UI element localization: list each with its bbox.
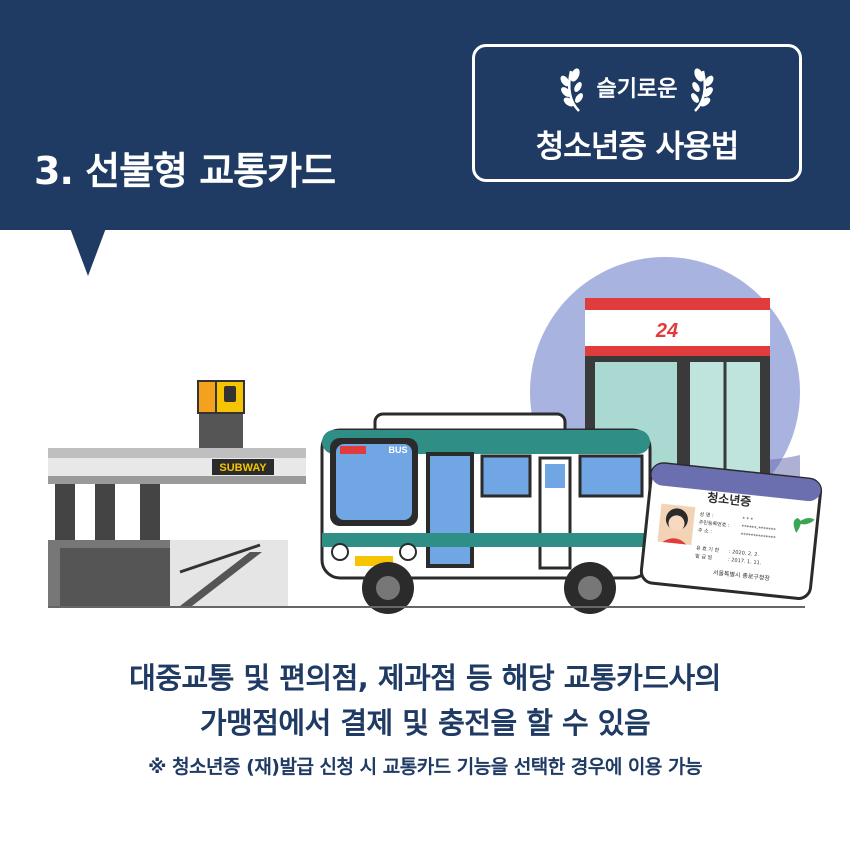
- card-name-label: 성 명 :: [699, 511, 714, 519]
- store-sign-text: 24: [655, 320, 678, 342]
- sprout-icon: [793, 518, 815, 533]
- description-line-1: 대중교통 및 편의점, 제과점 등 해당 교통카드사의: [129, 661, 721, 695]
- card-name-value: * * *: [742, 516, 754, 523]
- laurel-right-icon: [691, 68, 714, 112]
- bus-sign-text: BUS: [388, 445, 407, 455]
- card-expiry-label: 유 효 기 한: [696, 545, 720, 554]
- description-line-2: 가맹점에서 결제 및 충전을 할 수 있음: [199, 706, 651, 740]
- card-title: 청소년증: [707, 489, 752, 509]
- title-badge: 슬기로운 청소년증 사용법: [472, 44, 802, 182]
- section-title: 3. 선불형 교통카드: [34, 149, 336, 193]
- card-id-label: 주민등록번호 :: [698, 519, 730, 529]
- usage-note: ※ 청소년증 (재)발급 신청 시 교통카드 기능을 선택한 경우에 이용 가능: [148, 756, 702, 778]
- speech-bubble-tail: [70, 228, 106, 276]
- card-id-value: ******-*******: [741, 524, 776, 534]
- badge-subtitle: 슬기로운: [596, 77, 678, 102]
- laurel-left-icon: [560, 68, 583, 112]
- card-issue-label: 발 급 일: [695, 553, 713, 562]
- bus: BUS: [320, 412, 652, 614]
- card-issue-value: : 2017. 1. 11.: [728, 557, 762, 567]
- subway-station: SUBWAY: [48, 380, 306, 606]
- subway-sign-text: SUBWAY: [219, 462, 267, 474]
- card-address-value: **************: [740, 532, 776, 542]
- convenience-store: 24: [585, 298, 770, 476]
- card-expiry-value: : 2020. 2. 2.: [728, 549, 759, 558]
- card-address-label: 주 소 :: [698, 528, 713, 535]
- transport-illustration: 24 SUBWAY BUS: [48, 257, 823, 614]
- badge-title: 청소년증 사용법: [535, 129, 739, 165]
- header-banner: [0, 0, 850, 230]
- youth-id-card: 청소년증 성 명 : * * * 주민등록번호 : ******-*******…: [639, 462, 823, 600]
